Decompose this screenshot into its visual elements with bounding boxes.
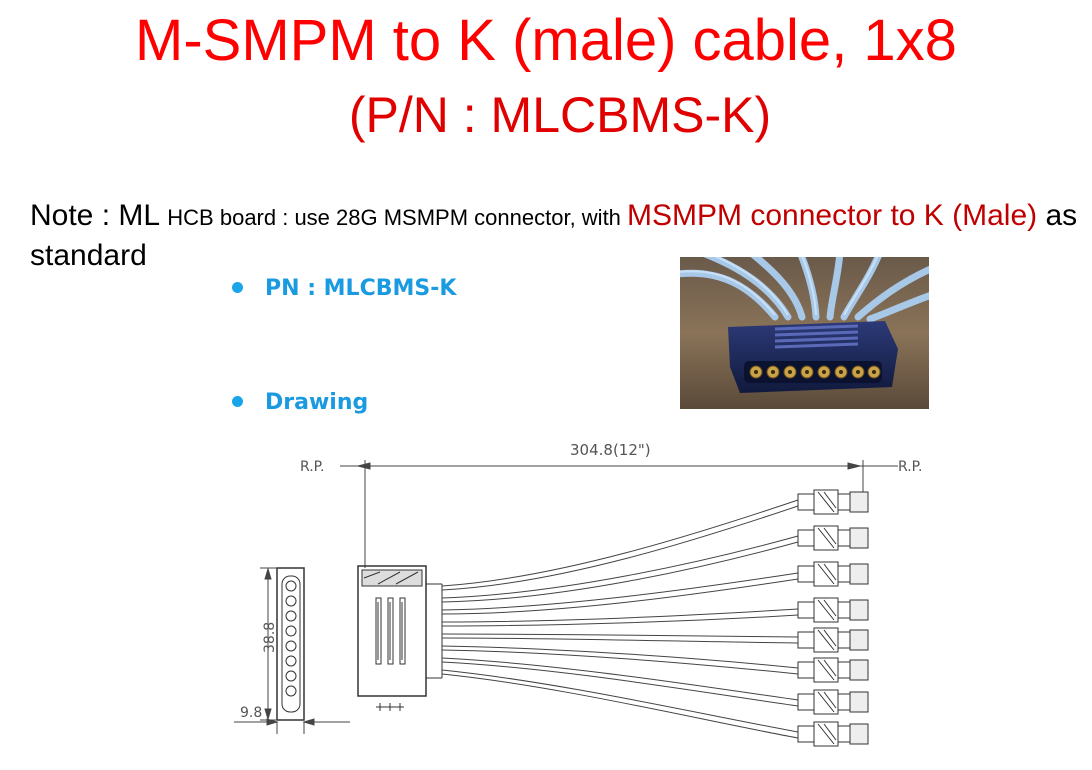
bullet-dot-icon: [232, 281, 243, 293]
width-dimension-line: [234, 718, 350, 734]
bullet-drawing: Drawing: [232, 390, 368, 416]
connector-side-view: [276, 567, 305, 721]
rp-right-label: R.P.: [898, 459, 922, 475]
page-title: M-SMPM to K (male) cable, 1x8: [135, 8, 957, 73]
note-standard-highlight: MSMPM connector to K (Male): [627, 199, 1038, 232]
cable-drawing: 304.8(12") R.P. R.P.: [230, 438, 950, 765]
height-dimension-label: 38.8: [262, 622, 278, 653]
note-prefix: Note : ML: [30, 199, 168, 232]
rp-left-label: R.P.: [300, 459, 324, 475]
note-board-text: HCB board : use 28G MSMPM connector, wit…: [167, 205, 628, 230]
product-photo: [680, 257, 929, 409]
note-suffix: as standard: [30, 199, 1078, 272]
k-connector-array: [797, 489, 869, 747]
bullet-pn-label: PN : MLCBMS-K: [265, 276, 457, 301]
width-dimension-label: 9.8: [240, 705, 262, 721]
bullet-pn: PN : MLCBMS-K: [232, 276, 456, 302]
bullet-dot-icon: [232, 395, 243, 407]
length-dimension-label: 304.8(12"): [570, 441, 651, 459]
connector-body: [357, 565, 443, 711]
cable-bundle: [441, 499, 799, 739]
note-paragraph: Note : ML HCB board : use 28G MSMPM conn…: [30, 197, 1080, 275]
part-number-subtitle: (P/N : MLCBMS-K): [348, 87, 772, 143]
bullet-drawing-label: Drawing: [265, 390, 369, 415]
